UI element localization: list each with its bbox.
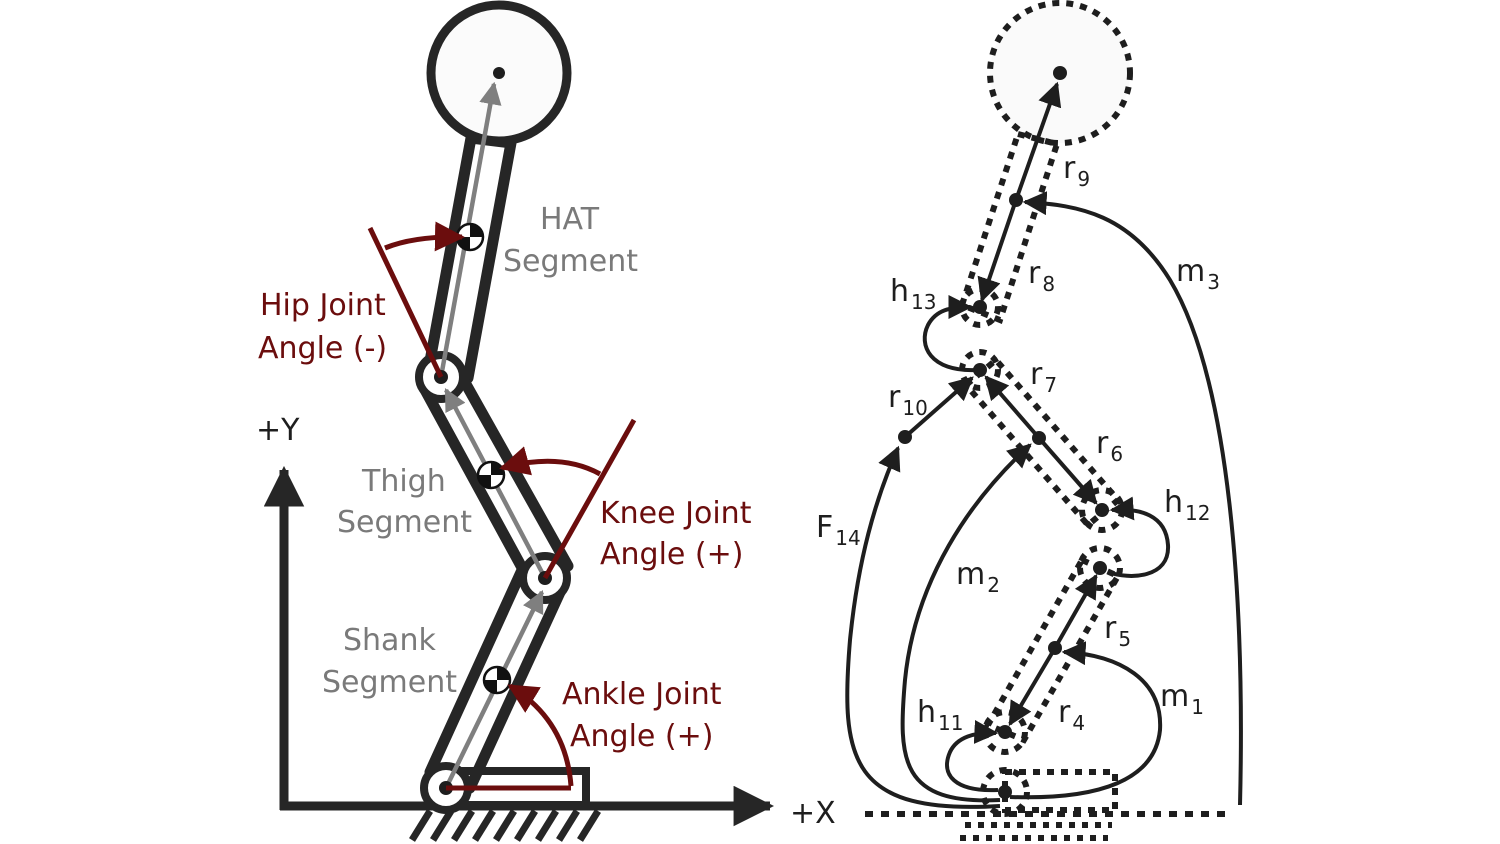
h11-curve [945, 719, 999, 793]
hat-mid-dot [1009, 193, 1023, 207]
r10-dot [898, 430, 912, 444]
thigh-mid-dot [1032, 431, 1046, 445]
knee-angle-arc [499, 446, 602, 477]
thigh-label-line2: Segment [337, 505, 472, 540]
hip-angle-label-line2: Angle (-) [258, 331, 387, 366]
knee-angle-label-line2: Angle (+) [600, 537, 743, 572]
hat-label: HAT [540, 202, 600, 237]
r8-vector [977, 199, 1018, 303]
thigh-label: Thigh [361, 464, 446, 499]
hat-label-line2: Segment [503, 244, 638, 279]
r4-vector [1008, 646, 1057, 727]
x-axis-label: +X [790, 796, 836, 831]
y-axis-label: +Y [256, 413, 300, 448]
ankle-angle-arc [507, 683, 574, 787]
shank-label: Shank [343, 623, 436, 658]
head-dot [1053, 66, 1067, 80]
shank-com-icon [482, 665, 512, 695]
r7-vector [984, 375, 1041, 440]
h13-curve [922, 295, 977, 373]
ankle-angle-label-line2: Angle (+) [570, 719, 713, 754]
m1-curve [1009, 641, 1163, 800]
ground-dotted-hatch [960, 822, 1112, 841]
thigh-com-icon [476, 460, 506, 490]
knee-angle-label: Knee Joint [600, 496, 752, 531]
hat-outline [958, 130, 1061, 324]
head-center-dot [493, 67, 505, 79]
ankle-upper-dot [998, 725, 1012, 739]
m3-curve [1022, 191, 1243, 806]
shank-label-line2: Segment [322, 665, 457, 700]
hip-angle-label: Hip Joint [260, 288, 386, 323]
f14-curve [845, 445, 1001, 809]
hip-reference-line [367, 226, 444, 379]
hip-lower-dot [973, 363, 987, 377]
ground-hatch [409, 809, 601, 842]
left-panel: +Y +X [256, 0, 836, 842]
knee-lower-dot [1093, 561, 1107, 575]
m2-curve [900, 443, 1032, 803]
hip-upper-dot [973, 300, 987, 314]
hip-angle-arc [384, 221, 465, 252]
knee-upper-dot [1095, 503, 1109, 517]
ankle-lower-dot [998, 785, 1012, 799]
r6-vector [1037, 436, 1098, 505]
foot-outline [1002, 769, 1118, 813]
shank-mid-dot [1048, 641, 1062, 655]
knee-reference-line [542, 418, 637, 580]
shank-outline [983, 556, 1123, 744]
h12-curve [1107, 496, 1171, 578]
r10-vector [903, 376, 974, 439]
r5-vector [1053, 573, 1098, 649]
r9-vector [1014, 81, 1062, 201]
ankle-angle-label: Ankle Joint [562, 677, 722, 712]
